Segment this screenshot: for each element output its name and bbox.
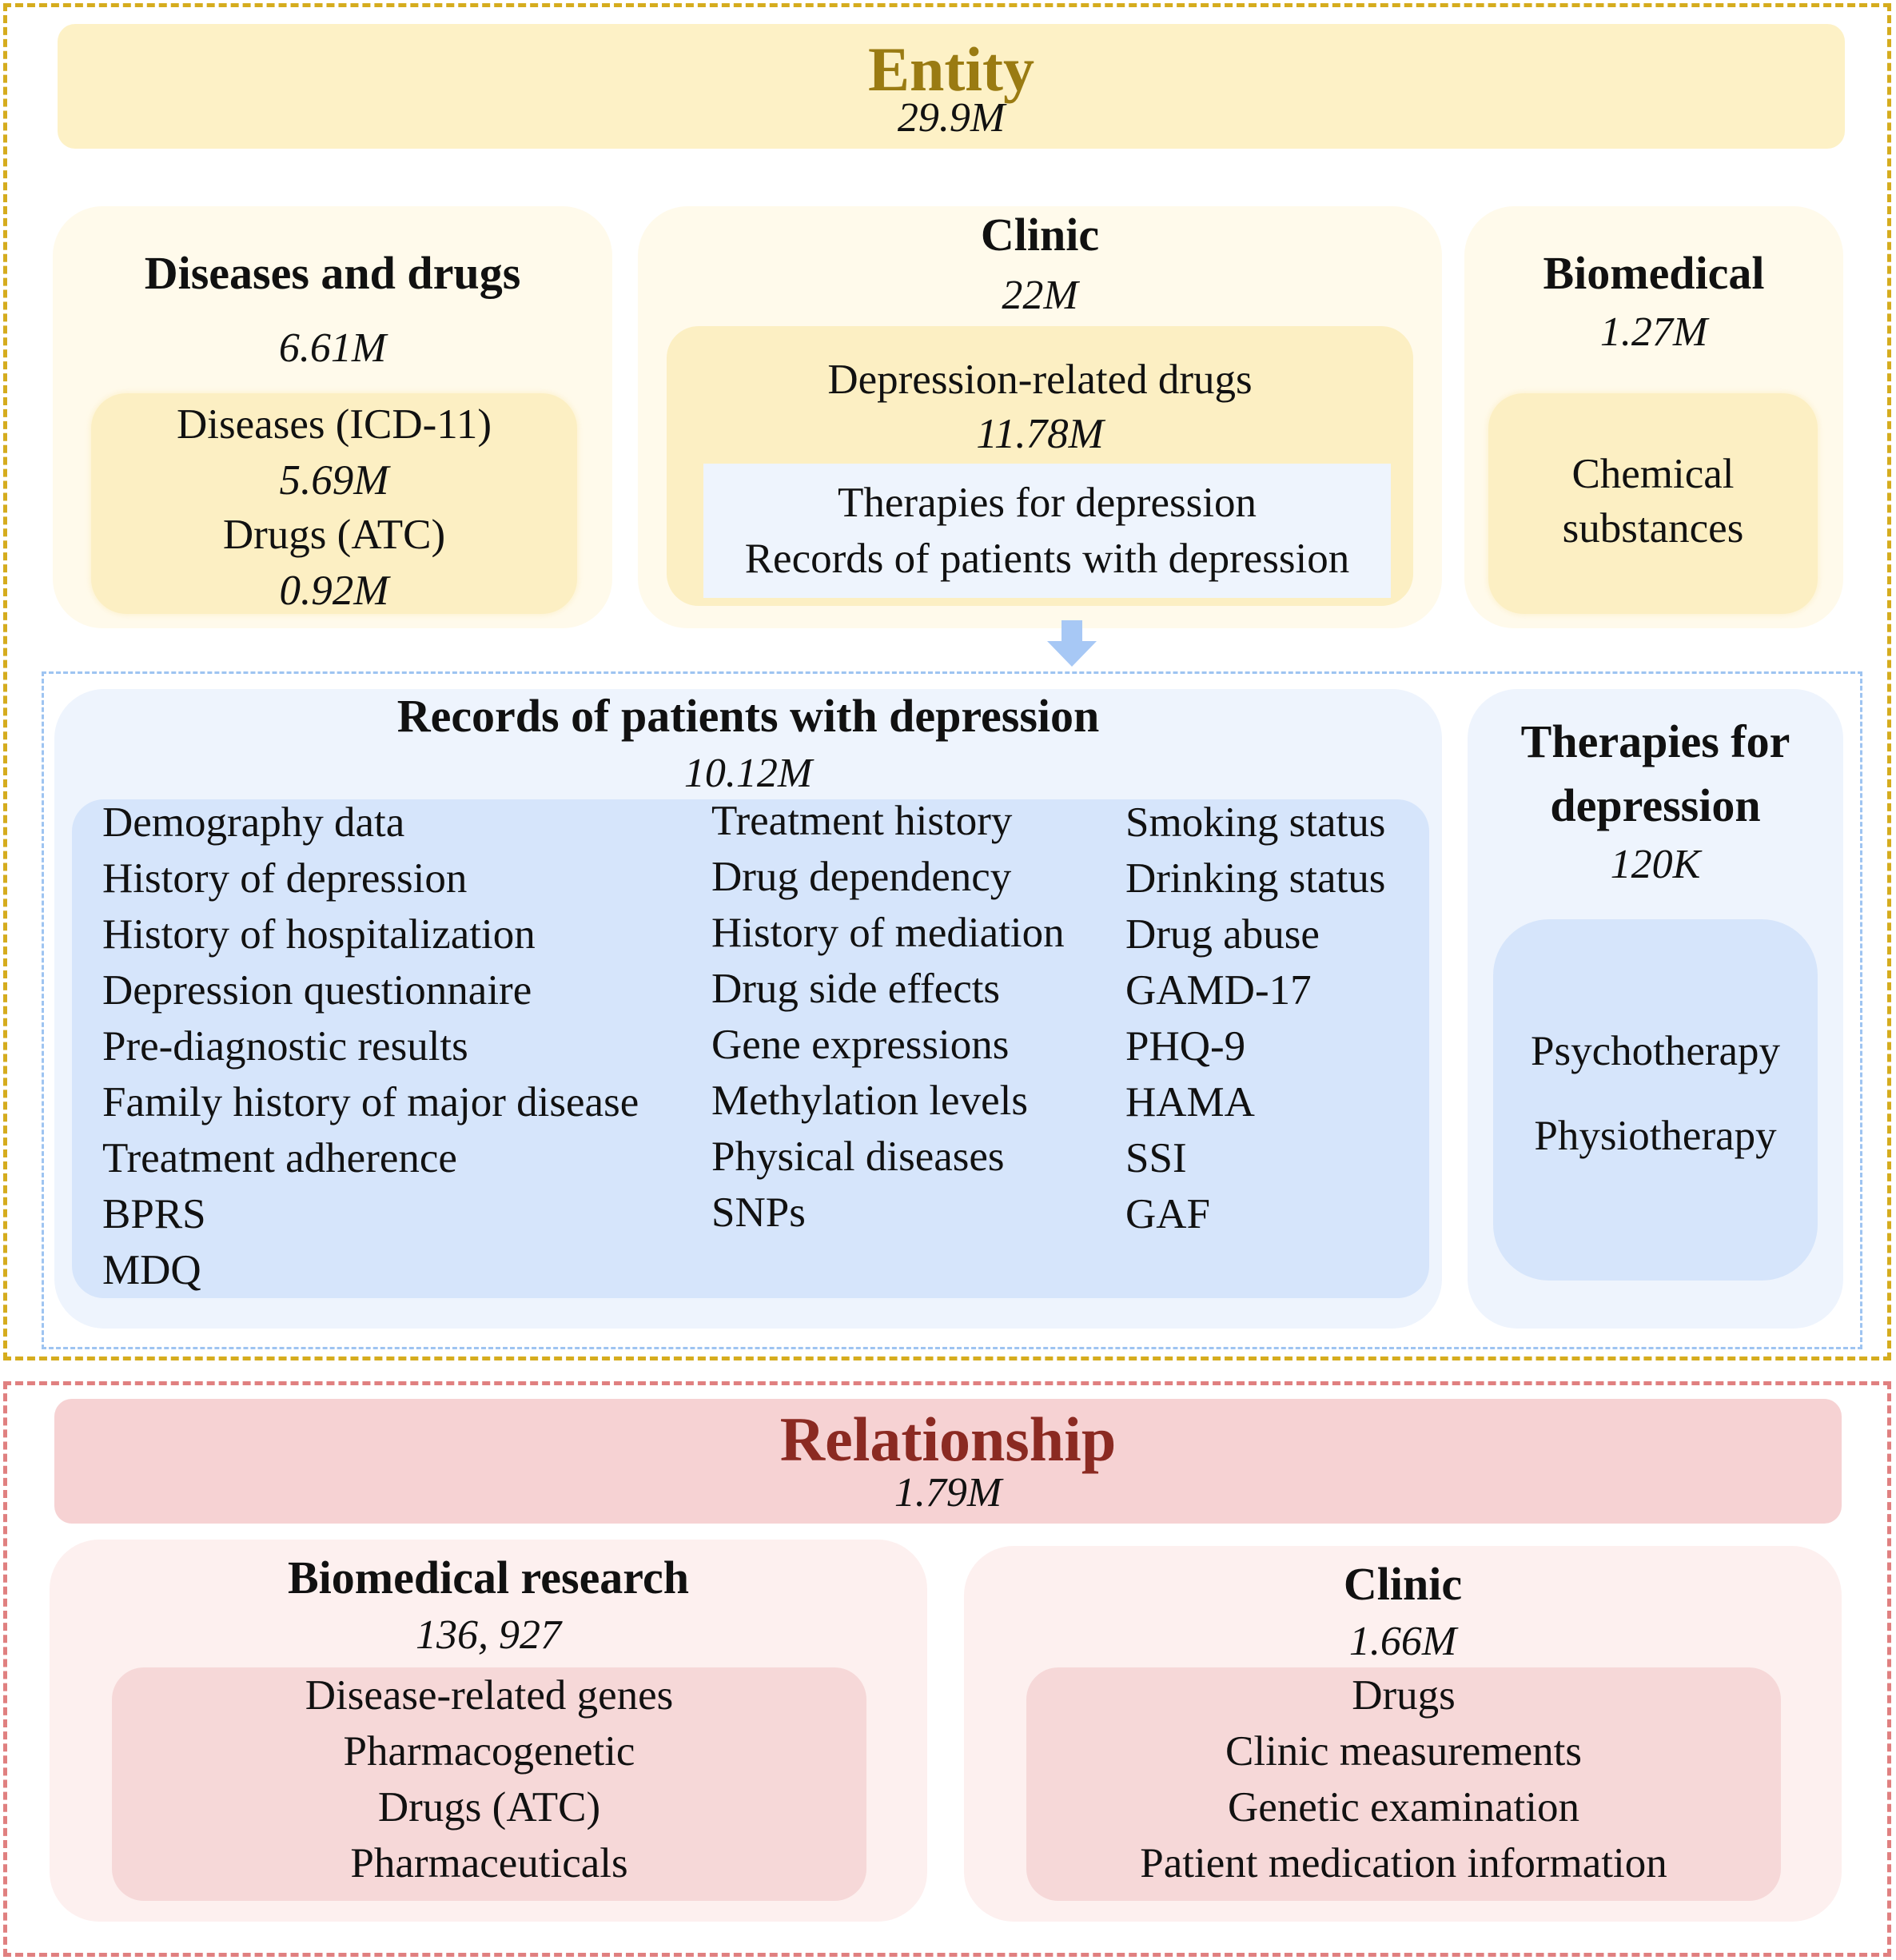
list-item: Smoking status	[1125, 799, 1386, 846]
list-item: Drinking status	[1125, 855, 1386, 902]
chemical-label: Chemical	[1571, 451, 1735, 497]
diseases-icd-label: Diseases (ICD-11)	[177, 401, 492, 448]
biomedical-research-title: Biomedical research	[287, 1552, 690, 1603]
list-item: Patient medication information	[1140, 1840, 1667, 1886]
therapies-title-line1: Therapies for	[1520, 715, 1790, 767]
clinic-inner-box: Therapies for depression Records of pati…	[703, 464, 1391, 598]
therapies-inner: Psychotherapy Physiotherapy	[1493, 919, 1818, 1281]
records-dashed-frame	[42, 671, 1862, 1349]
records-col-2: Treatment history Drug dependency Histor…	[711, 793, 1065, 1241]
list-item: History of mediation	[711, 910, 1065, 956]
entity-banner: Entity 29.9M	[58, 24, 1845, 149]
diseases-drugs-panel: Diseases and drugs 6.61M Diseases (ICD-1…	[53, 206, 612, 628]
depression-drugs-label: Depression-related drugs	[827, 357, 1253, 403]
therapies-title-line2: depression	[1550, 779, 1761, 831]
list-item: Pharmaceuticals	[350, 1840, 628, 1886]
records-col-1: Demography data History of depression Hi…	[102, 795, 639, 1298]
list-item: Drug side effects	[711, 966, 1001, 1012]
list-item: Physical diseases	[711, 1133, 1005, 1180]
drugs-atc-label: Drugs (ATC)	[222, 512, 446, 558]
entity-title: Entity	[867, 34, 1035, 104]
down-arrow-icon	[1047, 620, 1097, 667]
therapies-label: Therapies for depression	[838, 480, 1257, 526]
list-item: Clinic measurements	[1225, 1728, 1582, 1775]
substances-label: substances	[1562, 505, 1744, 552]
biomedical-research-panel: Biomedical research 136, 927 Disease-rel…	[50, 1540, 927, 1922]
relationship-banner: Relationship 1.79M	[54, 1399, 1842, 1524]
clinic-relationship-inner: Drugs Clinic measurements Genetic examin…	[1026, 1667, 1781, 1901]
list-item: MDQ	[102, 1247, 201, 1293]
list-item: Methylation levels	[711, 1078, 1028, 1124]
depression-drugs-panel: Depression-related drugs 11.78M Therapie…	[667, 326, 1413, 606]
drugs-atc-count: 0.92M	[279, 568, 389, 614]
list-item: Family history of major disease	[102, 1079, 639, 1125]
clinic-relationship-title: Clinic	[1343, 1558, 1463, 1610]
list-item: Gene expressions	[711, 1022, 1010, 1068]
list-item: Treatment history	[711, 798, 1013, 844]
list-item: History of hospitalization	[102, 911, 536, 958]
clinic-relationship-panel: Clinic 1.66M Drugs Clinic measurements G…	[964, 1546, 1842, 1922]
therapies-count: 120K	[1610, 842, 1701, 887]
clinic-relationship-count: 1.66M	[1348, 1619, 1457, 1664]
list-item: History of depression	[102, 855, 468, 902]
records-label: Records of patients with depression	[744, 536, 1350, 582]
list-item: Genetic examination	[1227, 1784, 1580, 1831]
diseases-icd-count: 5.69M	[279, 457, 389, 504]
biomedical-count: 1.27M	[1599, 309, 1708, 355]
diseases-drugs-title: Diseases and drugs	[144, 247, 521, 299]
list-item: Drugs (ATC)	[377, 1784, 601, 1831]
diseases-drugs-inner: Diseases (ICD-11) 5.69M Drugs (ATC) 0.92…	[94, 396, 574, 614]
records-list-panel: Demography data History of depression Hi…	[72, 798, 1429, 1298]
records-col-3: Smoking status Drinking status Drug abus…	[1125, 795, 1385, 1242]
clinic-entity-count: 22M	[1002, 273, 1078, 318]
list-item: Depression questionnaire	[102, 967, 532, 1014]
list-item: Demography data	[102, 799, 405, 846]
list-item: HAMA	[1125, 1079, 1255, 1125]
diseases-drugs-count: 6.61M	[278, 325, 387, 371]
list-item: Pre-diagnostic results	[102, 1023, 468, 1070]
list-item: SNPs	[711, 1189, 806, 1236]
depression-drugs-count: 11.78M	[976, 411, 1104, 457]
biomedical-research-count: 136, 927	[416, 1612, 561, 1658]
biomedical-inner: Chemical substances	[1492, 396, 1814, 611]
entity-count: 29.9M	[897, 95, 1006, 141]
list-item: PHQ-9	[1125, 1023, 1246, 1070]
list-item: Drugs	[1352, 1672, 1456, 1719]
list-item: BPRS	[102, 1191, 206, 1237]
biomedical-title: Biomedical	[1543, 247, 1765, 299]
list-item: Pharmacogenetic	[343, 1728, 635, 1775]
records-title: Records of patients with depression	[396, 690, 1100, 742]
clinic-entity-title: Clinic	[980, 209, 1100, 261]
biomedical-research-inner: Disease-related genes Pharmacogenetic Dr…	[112, 1667, 866, 1901]
relationship-title: Relationship	[779, 1404, 1117, 1474]
list-item: SSI	[1125, 1135, 1187, 1181]
relationship-frame	[3, 1381, 1891, 1957]
clinic-entity-panel: Clinic 22M Depression-related drugs 11.7…	[638, 206, 1442, 628]
list-item: Disease-related genes	[305, 1672, 674, 1719]
list-item: Drug abuse	[1125, 911, 1320, 958]
relationship-count: 1.79M	[894, 1470, 1002, 1516]
entity-frame	[3, 3, 1891, 1360]
records-count: 10.12M	[683, 751, 813, 796]
therapies-panel: Therapies for depression 120K Psychother…	[1468, 689, 1843, 1329]
physiotherapy-label: Physiotherapy	[1534, 1113, 1777, 1159]
list-item: Treatment adherence	[102, 1135, 457, 1181]
list-item: Drug dependency	[711, 854, 1012, 900]
list-item: GAMD-17	[1125, 967, 1312, 1014]
biomedical-panel: Biomedical 1.27M Chemical substances	[1464, 206, 1843, 628]
list-item: GAF	[1125, 1191, 1211, 1237]
records-panel: Records of patients with depression 10.1…	[54, 689, 1442, 1329]
psychotherapy-label: Psychotherapy	[1530, 1028, 1781, 1074]
